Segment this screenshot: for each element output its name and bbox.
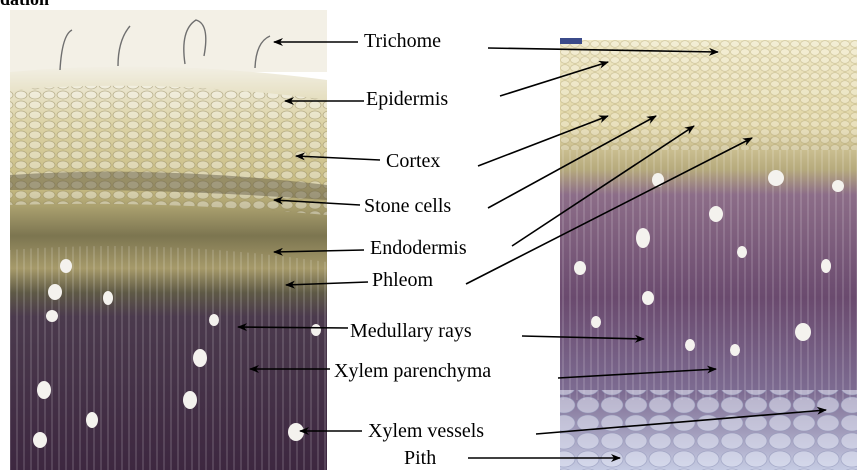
arrow-medullary-rays-left [238,327,348,328]
header-fragment: dation [0,0,49,10]
label-endodermis: Endodermis [370,238,467,258]
label-epidermis: Epidermis [366,89,448,109]
label-pith: Pith [404,448,436,468]
label-medullary-rays: Medullary rays [350,321,472,341]
label-cortex: Cortex [386,151,440,171]
label-xylem-parenchyma: Xylem parenchyma [334,361,491,381]
left-micrograph [10,10,327,470]
label-xylem-vessels: Xylem vessels [368,421,484,441]
label-stone-cells: Stone cells [364,196,451,216]
label-trichome: Trichome [364,31,441,51]
label-phleom: Phleom [372,270,433,290]
right-micrograph [560,38,857,470]
